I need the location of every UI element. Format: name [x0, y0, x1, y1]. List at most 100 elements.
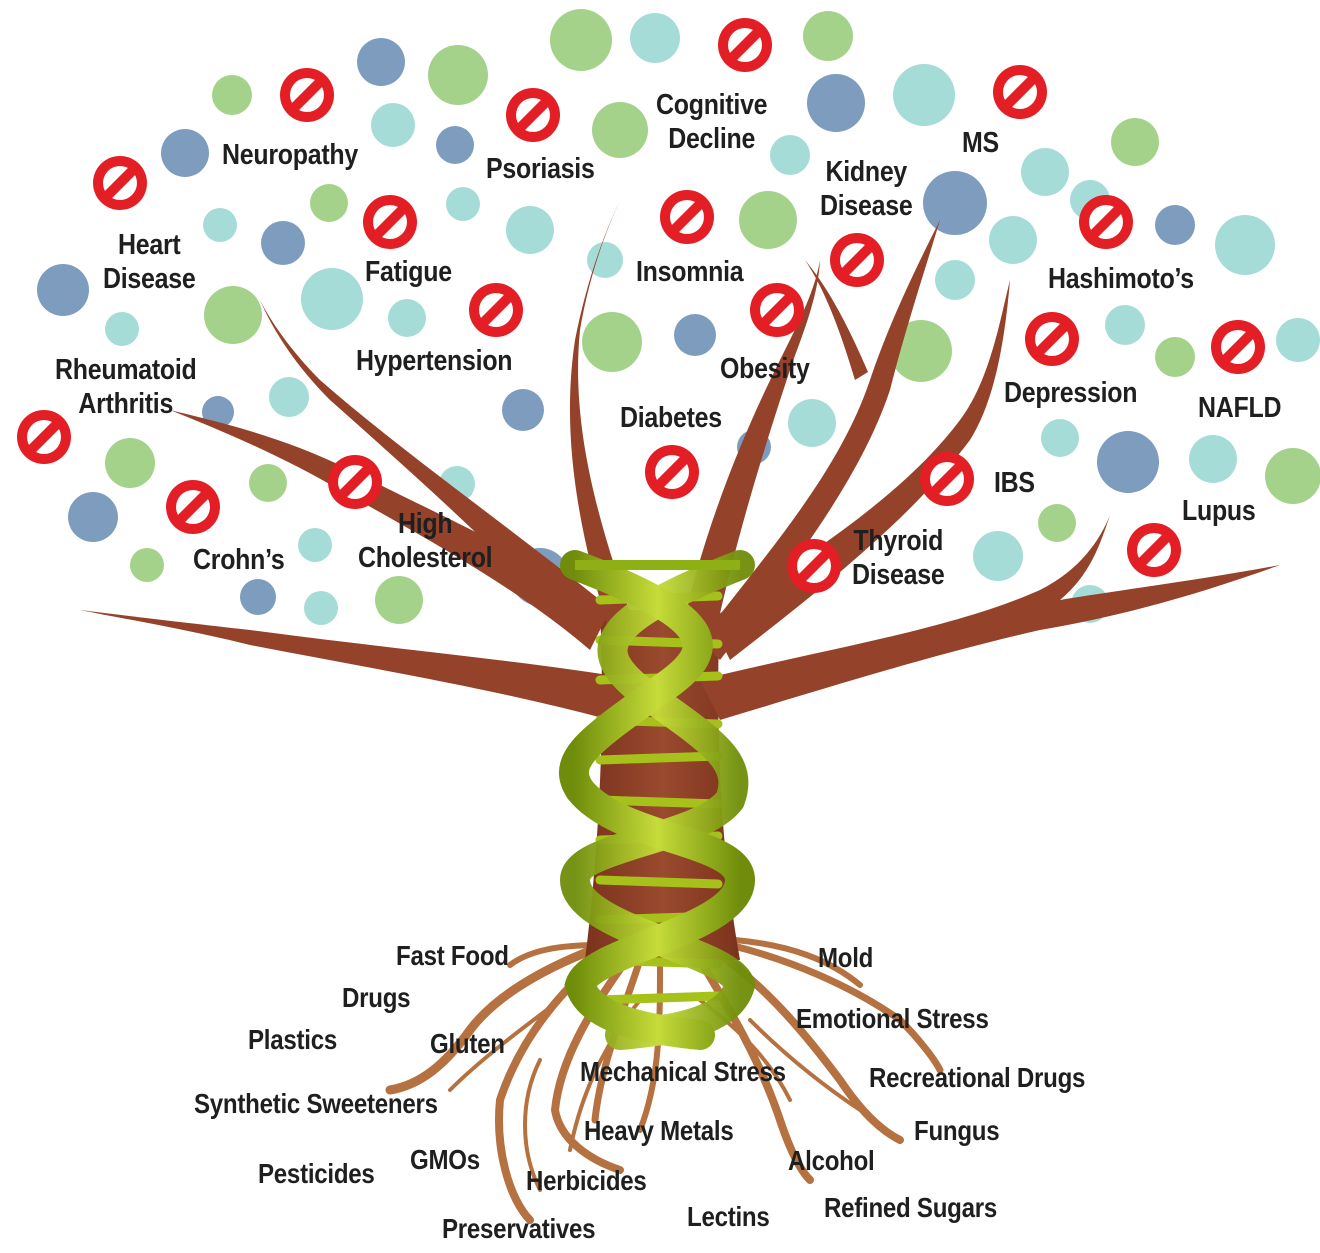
label-neuropathy: Neuropathy [222, 139, 359, 171]
no-entry-icon [328, 455, 382, 509]
no-entry-icon [280, 68, 334, 122]
label-thyroid-disease: Thyroid Disease [852, 525, 945, 591]
decor-dot [973, 531, 1023, 581]
no-entry-icon [718, 18, 772, 72]
label-fast-food: Fast Food [396, 940, 509, 971]
no-entry-icon [1025, 312, 1079, 366]
label-gmos: GMOs [410, 1144, 480, 1175]
decor-dot [592, 102, 648, 158]
label-recreational-drugs: Recreational Drugs [869, 1062, 1086, 1093]
decor-dot [249, 464, 287, 502]
decor-dot [550, 9, 612, 71]
label-gluten: Gluten [430, 1028, 505, 1059]
decor-dot [1041, 419, 1079, 457]
label-depression: Depression [1004, 377, 1138, 409]
decor-dot [807, 74, 865, 132]
decor-dot [298, 528, 332, 562]
decor-dot [105, 312, 139, 346]
no-entry-icon [750, 283, 804, 337]
decor-dot [388, 299, 426, 337]
decor-dot [893, 64, 955, 126]
no-entry-icon [920, 452, 974, 506]
decor-dot [1155, 205, 1195, 245]
label-fatigue: Fatigue [365, 256, 452, 288]
decor-dot [803, 11, 853, 61]
decor-dot [375, 576, 423, 624]
decor-dot [630, 13, 680, 63]
label-pesticides: Pesticides [258, 1158, 375, 1189]
no-entry-icon [787, 539, 841, 593]
decor-dot [1111, 118, 1159, 166]
decor-dot [1276, 318, 1320, 362]
decor-dot [428, 45, 488, 105]
decor-dot [357, 38, 405, 86]
decor-dot [130, 548, 164, 582]
no-entry-icon [660, 190, 714, 244]
decor-dot [1155, 337, 1195, 377]
label-mechanical-stress: Mechanical Stress [580, 1056, 786, 1087]
label-crohns: Crohn’s [193, 544, 285, 576]
decor-dot [203, 208, 237, 242]
label-cognitive-decline: Cognitive Decline [656, 89, 768, 155]
decor-dot [989, 216, 1037, 264]
decor-dot [304, 591, 338, 625]
no-entry-icon [830, 233, 884, 287]
no-entry-icon [1211, 320, 1265, 374]
decor-dot [204, 286, 262, 344]
dna-rung [595, 795, 723, 809]
dna-rung [595, 991, 723, 1005]
no-entry-icon [469, 283, 523, 337]
no-entry-icon [1127, 523, 1181, 577]
decor-dot [582, 312, 642, 372]
dna-helix-icon [559, 550, 756, 1050]
decor-dot [301, 268, 363, 330]
decor-dot [1189, 435, 1237, 483]
label-nafld: NAFLD [1198, 392, 1282, 424]
label-ms: MS [962, 127, 999, 159]
decor-dot [674, 314, 716, 356]
label-hashimotos: Hashimoto’s [1048, 263, 1194, 295]
decor-dot [770, 135, 810, 175]
label-ibs: IBS [994, 467, 1035, 499]
label-synthetic-sweeteners: Synthetic Sweeteners [194, 1088, 438, 1119]
decor-dot [68, 492, 118, 542]
decorative-dots [37, 9, 1320, 625]
label-mold: Mold [818, 942, 874, 973]
label-heavy-metals: Heavy Metals [584, 1115, 734, 1146]
label-diabetes: Diabetes [620, 402, 722, 434]
decor-dot [436, 126, 474, 164]
decor-dot [1265, 448, 1320, 504]
decor-dot [1097, 431, 1159, 493]
no-entry-icon [645, 445, 699, 499]
no-entry-icon [93, 156, 147, 210]
dna-rung [595, 751, 723, 765]
label-plastics: Plastics [248, 1024, 337, 1055]
decor-dot [506, 206, 554, 254]
label-fungus: Fungus [914, 1115, 1000, 1146]
label-emotional-stress: Emotional Stress [796, 1003, 989, 1034]
decor-dot [502, 389, 544, 431]
decor-dot [212, 75, 252, 115]
no-entry-icon [363, 195, 417, 249]
decor-dot [1215, 215, 1275, 275]
decor-dot [269, 377, 309, 417]
tree-trunk-and-branches [80, 190, 1280, 960]
no-entry-icon [993, 65, 1047, 119]
label-refined-sugars: Refined Sugars [824, 1192, 998, 1223]
label-lupus: Lupus [1182, 495, 1256, 527]
decor-dot [161, 129, 209, 177]
label-psoriasis: Psoriasis [486, 153, 595, 185]
no-entry-icon [506, 88, 560, 142]
decor-dot [310, 184, 348, 222]
decor-dot [1105, 305, 1145, 345]
decor-dot [788, 399, 836, 447]
decor-dot [1021, 148, 1069, 196]
label-obesity: Obesity [720, 353, 810, 385]
decor-dot [371, 103, 415, 147]
decor-dot [37, 264, 89, 316]
label-rheumatoid-arthritis: Rheumatoid Arthritis [55, 354, 197, 420]
decor-dot [935, 260, 975, 300]
no-entry-icon [1079, 195, 1133, 249]
